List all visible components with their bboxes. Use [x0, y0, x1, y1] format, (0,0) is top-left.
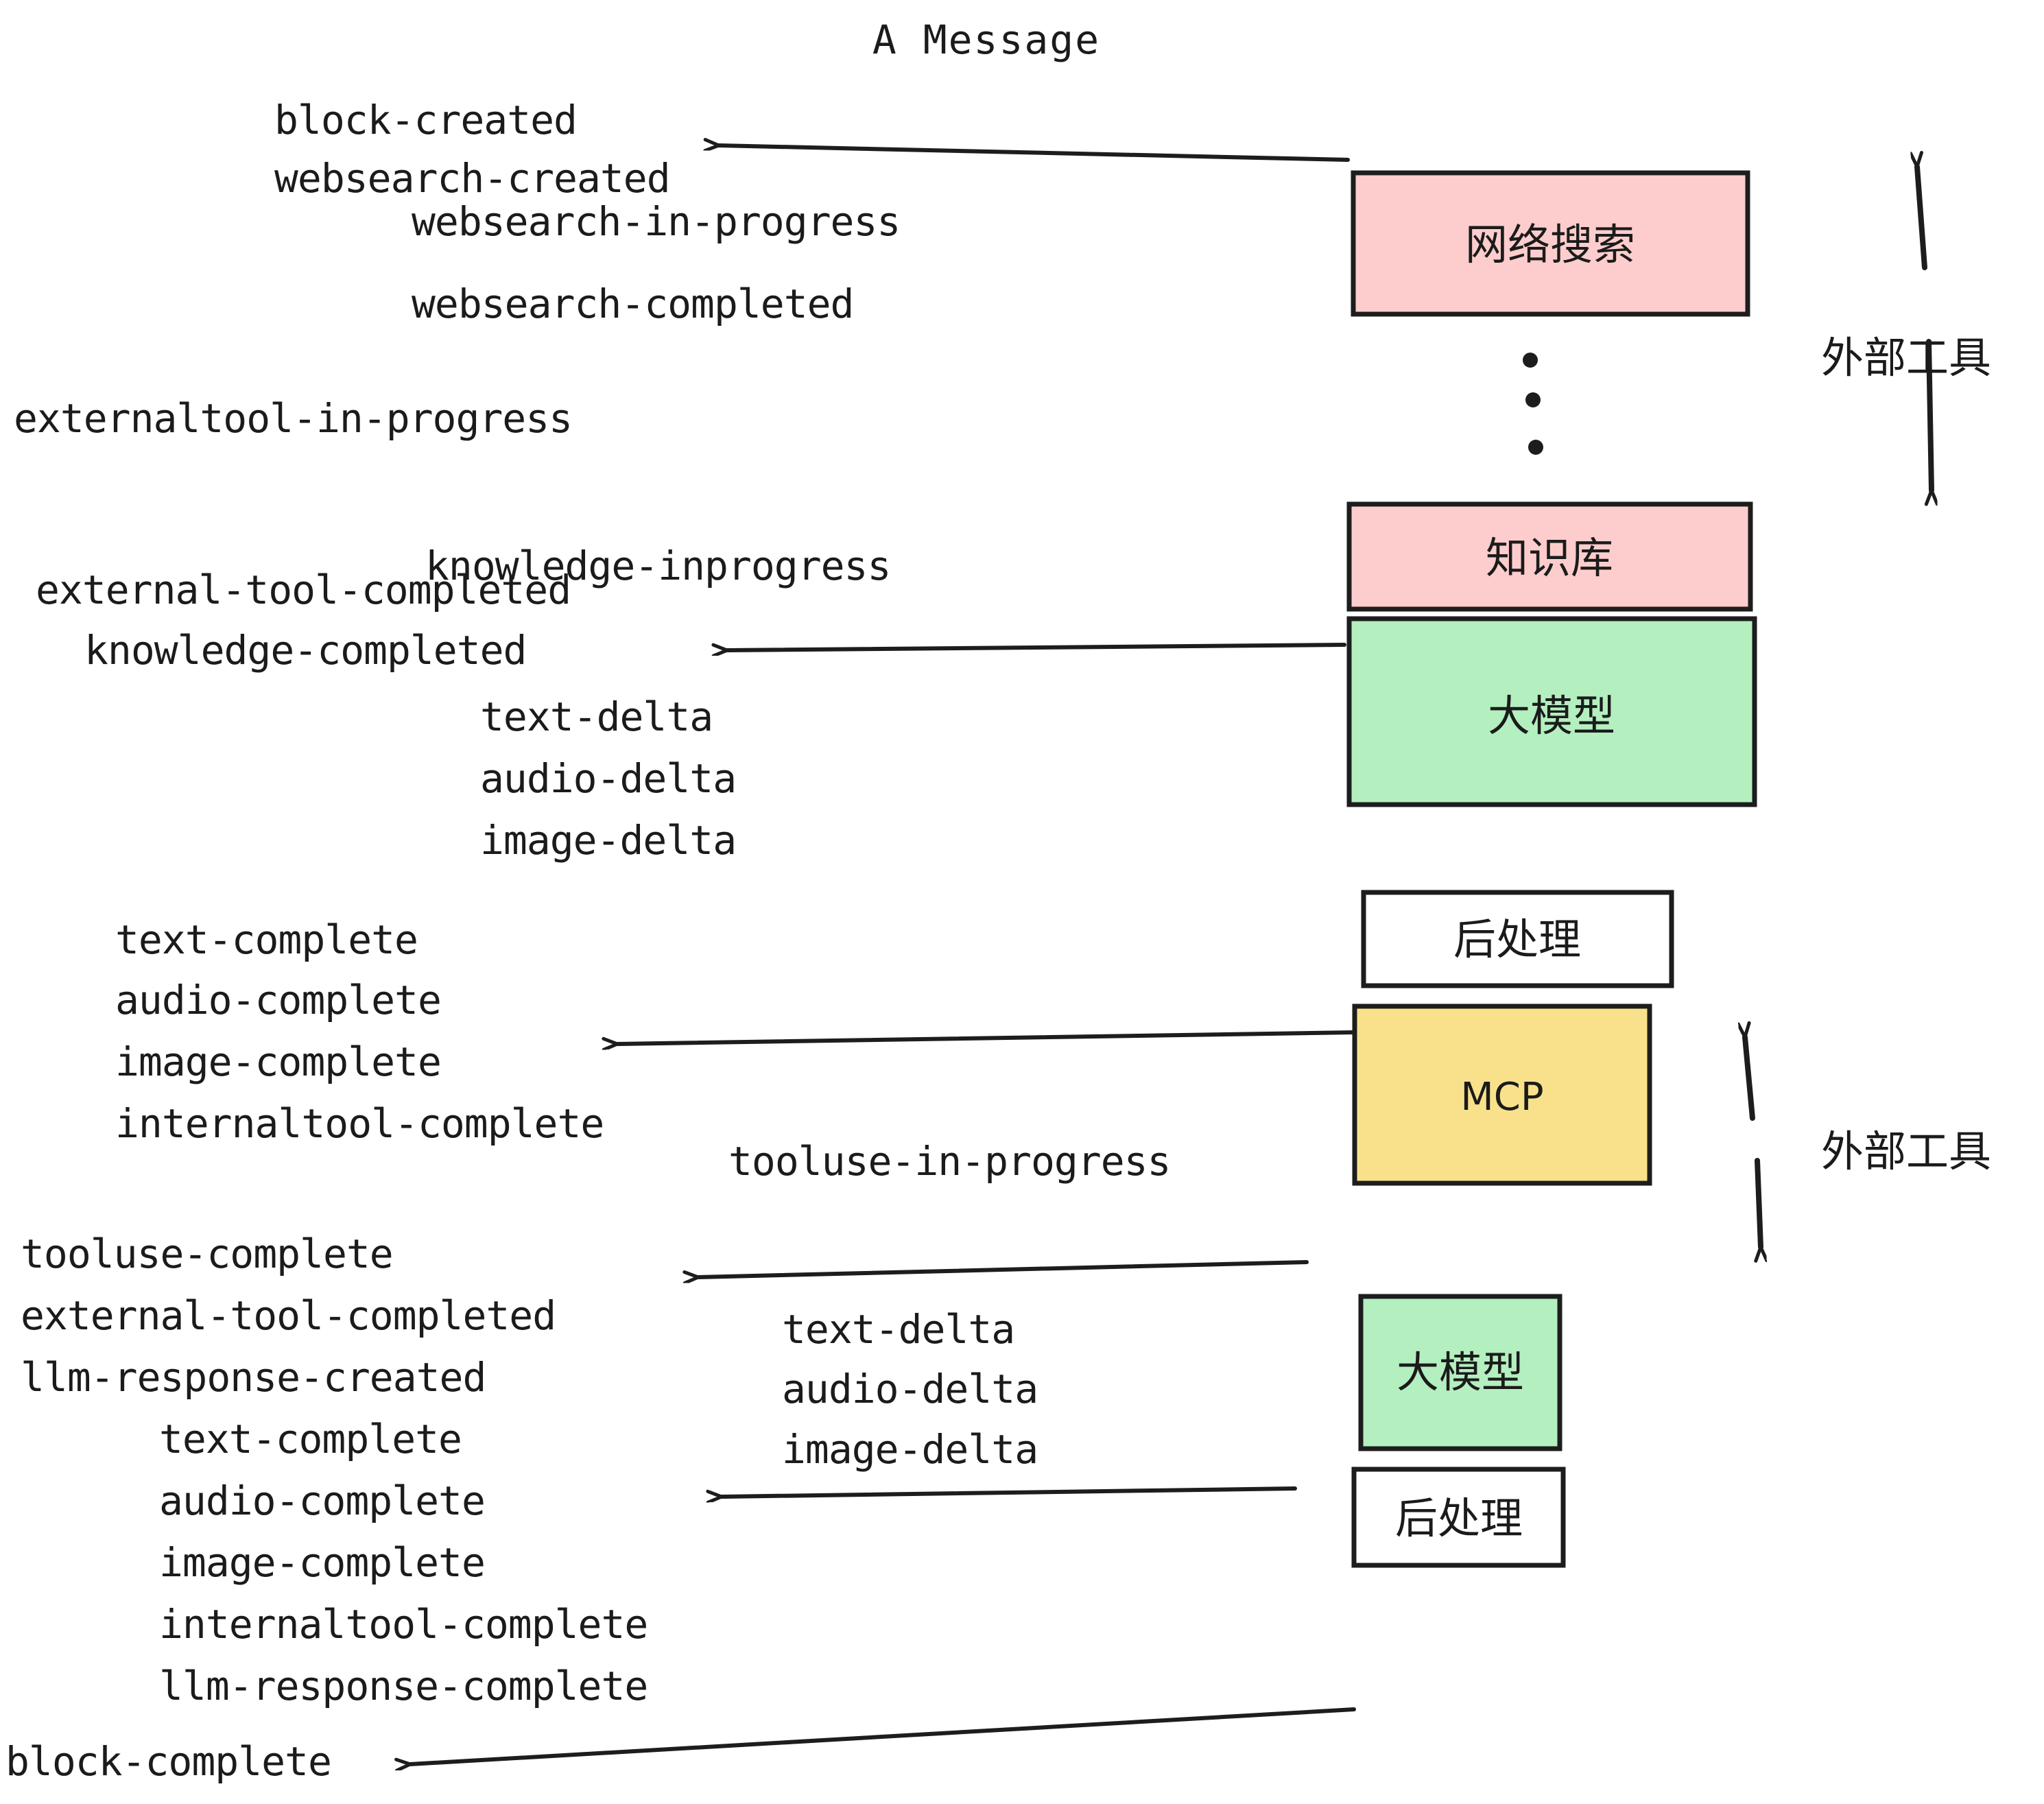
ellipsis-dot: [1523, 353, 1538, 368]
event-label-external-tool-completed-2: external-tool-completed: [21, 1292, 556, 1339]
box-label-websearch: 网络搜索: [1465, 219, 1635, 270]
event-label-websearch-in-progress: websearch-in-progress: [412, 198, 900, 245]
external-tools-arrow-down-bottom: [1757, 1158, 1761, 1247]
event-label-knowledge-inprogress: knowledge-inprogress: [425, 543, 890, 589]
external-tools-arrow-up-bottom: [1745, 1037, 1755, 1121]
event-label-audio-delta-2: audio-delta: [782, 1366, 1038, 1412]
arrow-websearch-to-block-created: [719, 145, 1350, 162]
box-rect-websearch: [1351, 170, 1750, 317]
event-label-llm-response-complete: llm-response-complete: [159, 1663, 647, 1709]
ellipsis-dots: [1523, 353, 1543, 455]
ellipsis-dot: [1525, 392, 1541, 407]
event-label-image-delta-2: image-delta: [782, 1426, 1038, 1473]
box-rect-postproc-1: [1361, 890, 1674, 988]
node-knowledge[interactable]: 知识库: [1346, 501, 1753, 612]
event-label-audio-complete-1: audio-complete: [115, 977, 441, 1023]
box-rect-postproc-2: [1351, 1467, 1566, 1568]
arrow-llm2-to-audio-complete: [722, 1486, 1297, 1497]
box-label-postproc-1: 后处理: [1453, 914, 1581, 964]
box-rect-llm-1: [1346, 616, 1757, 807]
event-label-image-delta-1: image-delta: [480, 817, 736, 864]
event-label-externaltool-in-progress: externaltool-in-progress: [14, 395, 572, 442]
event-label-text-delta-2: text-delta: [782, 1306, 1014, 1353]
event-label-websearch-completed: websearch-completed: [412, 281, 853, 327]
event-label-websearch-created: websearch-created: [274, 155, 670, 202]
event-label-audio-delta-1: audio-delta: [480, 755, 736, 802]
box-label-knowledge: 知识库: [1486, 533, 1613, 583]
box-label-llm-2: 大模型: [1397, 1347, 1524, 1397]
event-label-audio-complete-2: audio-complete: [159, 1477, 485, 1524]
arrow-postproc2-to-block-complete: [410, 1707, 1356, 1764]
event-label-external-tool-completed-1: external-tool-completed: [36, 567, 571, 613]
node-postproc-1[interactable]: 后处理: [1361, 890, 1674, 988]
box-rect-mcp: [1352, 1004, 1652, 1186]
node-mcp[interactable]: MCP: [1352, 1004, 1652, 1186]
arrow-mcp-to-tooluse-complete: [698, 1260, 1309, 1277]
box-rect-llm-2: [1358, 1294, 1562, 1451]
node-websearch[interactable]: 网络搜索: [1351, 170, 1750, 317]
node-llm-1[interactable]: 大模型: [1346, 616, 1757, 807]
event-label-block-complete: block-complete: [5, 1738, 331, 1785]
page-title: A Message: [872, 16, 1100, 63]
event-label-text-delta-1: text-delta: [480, 693, 713, 740]
side-label-external-tools-bottom: 外部工具: [1821, 1126, 1991, 1176]
arrow-postproc-to-image-complete: [617, 1030, 1357, 1044]
event-label-llm-response-created: llm-response-created: [21, 1354, 486, 1401]
event-label-image-complete-1: image-complete: [115, 1039, 441, 1085]
external-tools-arrow-up-top: [1917, 167, 1927, 270]
event-label-internaltool-complete-2: internaltool-complete: [159, 1601, 647, 1648]
event-label-text-complete-2: text-complete: [159, 1416, 462, 1462]
box-label-llm-1: 大模型: [1488, 691, 1615, 741]
box-label-mcp: MCP: [1460, 1075, 1543, 1119]
event-label-block-created: block-created: [274, 97, 577, 143]
event-label-tooluse-complete: tooluse-complete: [21, 1231, 393, 1277]
box-rect-knowledge: [1346, 501, 1753, 612]
arrow-knowledge-to-completed: [727, 643, 1346, 650]
event-label-internaltool-complete-1: internaltool-complete: [115, 1100, 604, 1147]
box-label-postproc-2: 后处理: [1395, 1493, 1523, 1543]
event-label-knowledge-completed: knowledge-completed: [84, 627, 526, 674]
node-postproc-2[interactable]: 后处理: [1351, 1467, 1566, 1568]
event-label-text-complete-1: text-complete: [115, 916, 418, 963]
external-tools-arrow-down-top: [1929, 339, 1932, 490]
ellipsis-dot: [1528, 440, 1543, 455]
event-label-image-complete-2: image-complete: [159, 1539, 485, 1586]
side-label-external-tools-top: 外部工具: [1821, 333, 1991, 383]
node-llm-2[interactable]: 大模型: [1358, 1294, 1562, 1451]
event-label-tooluse-in-progress: tooluse-in-progress: [728, 1138, 1170, 1185]
